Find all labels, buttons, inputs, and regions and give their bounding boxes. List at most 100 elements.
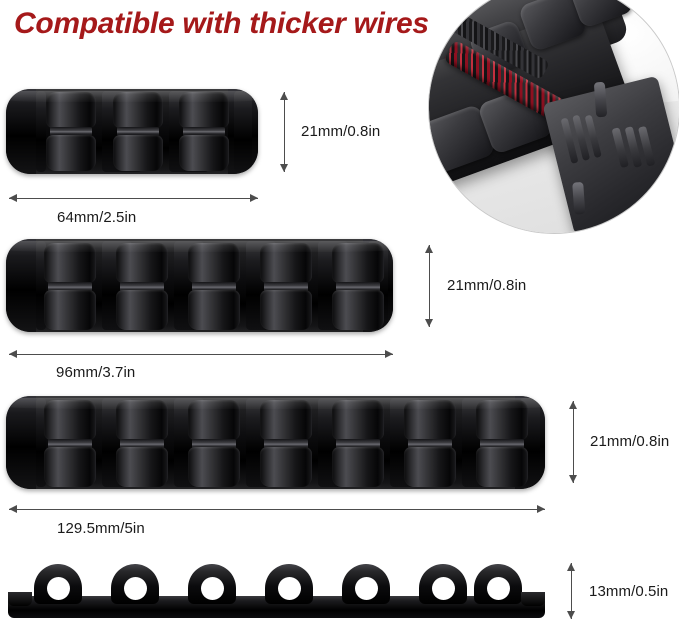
profile-arch	[342, 564, 390, 604]
profile-arch	[265, 564, 313, 604]
dimension-label-height-row2: 21mm/0.8in	[447, 277, 527, 294]
clip-post-top	[44, 400, 96, 440]
arrow-right-icon	[385, 350, 393, 358]
clip-post-bottom	[476, 447, 528, 487]
clip-end-cap-left	[6, 396, 36, 489]
arrow-up-icon	[425, 245, 433, 253]
dimension-label-height-row3: 21mm/0.8in	[590, 433, 670, 450]
clip-post-top	[116, 400, 168, 440]
profile-arch	[474, 564, 522, 604]
clip-post-bottom	[116, 447, 168, 487]
profile-arch	[34, 564, 82, 604]
wire-channel	[48, 439, 92, 449]
clip-post-top	[260, 400, 312, 440]
clip-end-cap-left	[6, 89, 36, 174]
clip-post-bottom	[113, 135, 163, 171]
arrow-down-icon	[569, 475, 577, 483]
arrow-down-icon	[280, 164, 288, 172]
wire-channel	[192, 282, 236, 292]
wire-channel	[264, 439, 308, 449]
dimension-label-width-row2: 96mm/3.7in	[56, 364, 136, 381]
arrow-right-icon	[537, 505, 545, 513]
clip-post-bottom	[332, 290, 384, 330]
arrow-right-icon	[250, 194, 258, 202]
dimension-line-height-row3	[568, 401, 579, 483]
arrow-down-icon	[567, 611, 575, 619]
dimension-line-width-row2	[9, 349, 393, 360]
closeup-photo-circle	[428, 0, 679, 234]
clip-post-top	[44, 243, 96, 283]
clip-post-top	[188, 243, 240, 283]
dimension-rule	[9, 509, 545, 510]
product-clip-3-slot	[6, 89, 258, 174]
clip-post-bottom	[179, 135, 229, 171]
wire-channel	[48, 282, 92, 292]
dimension-line-height-row2	[424, 245, 435, 327]
wire-channel	[183, 127, 225, 136]
product-clip-7-slot	[6, 396, 545, 489]
clip-post-top	[476, 400, 528, 440]
clip-wall	[36, 398, 46, 487]
clip-post-bottom	[260, 290, 312, 330]
product-clip-5-slot	[6, 239, 393, 332]
clip-post-top	[332, 400, 384, 440]
product-clip-side-profile	[8, 556, 545, 618]
arrow-left-icon	[9, 350, 17, 358]
profile-arch	[419, 564, 467, 604]
dimension-line-height-row1	[279, 92, 290, 172]
dimension-rule	[284, 92, 285, 172]
dimension-rule	[9, 198, 258, 199]
wire-channel	[120, 439, 164, 449]
clip-post-top	[188, 400, 240, 440]
profile-arch	[188, 564, 236, 604]
clip-post-bottom	[44, 447, 96, 487]
wire-channel	[336, 282, 380, 292]
profile-arch	[111, 564, 159, 604]
dimension-label-width-row3: 129.5mm/5in	[57, 520, 145, 537]
dimension-rule	[429, 245, 430, 327]
dimension-line-width-row1	[9, 193, 258, 204]
dimension-rule	[573, 401, 574, 483]
clip-post-bottom	[116, 290, 168, 330]
clip-post-bottom	[404, 447, 456, 487]
dimension-rule	[9, 354, 393, 355]
clip-post-top	[179, 92, 229, 128]
wire-channel	[192, 439, 236, 449]
wire-channel	[120, 282, 164, 292]
wire-channel	[50, 127, 92, 136]
clip-wall	[234, 91, 252, 172]
clip-wall	[36, 241, 46, 330]
dimension-line-height-row4	[566, 563, 577, 619]
connector-pin	[571, 181, 585, 215]
wire-channel	[264, 282, 308, 292]
wire-channel	[480, 439, 524, 449]
arrow-left-icon	[9, 505, 17, 513]
clip-wall	[36, 91, 46, 172]
arrow-up-icon	[567, 563, 575, 571]
clip-post-bottom	[46, 135, 96, 171]
clip-end-cap-left	[6, 239, 36, 332]
clip-post-top	[113, 92, 163, 128]
clip-post-bottom	[44, 290, 96, 330]
dimension-label-height-row4: 13mm/0.5in	[589, 583, 669, 600]
clip-post-top	[116, 243, 168, 283]
arrow-up-icon	[569, 401, 577, 409]
connector-pin	[592, 81, 606, 118]
arrow-up-icon	[280, 92, 288, 100]
arrow-left-icon	[9, 194, 17, 202]
dimension-label-height-row1: 21mm/0.8in	[301, 123, 381, 140]
dimension-rule	[571, 563, 572, 619]
wire-channel	[336, 439, 380, 449]
arrow-down-icon	[425, 319, 433, 327]
clip-post-bottom	[260, 447, 312, 487]
clip-post-top	[260, 243, 312, 283]
wire-channel	[117, 127, 159, 136]
clip-post-top	[332, 243, 384, 283]
dimension-line-width-row3	[9, 504, 545, 515]
clip-post-bottom	[188, 447, 240, 487]
wire-channel	[408, 439, 452, 449]
clip-post-top	[404, 400, 456, 440]
clip-post-top	[46, 92, 96, 128]
page-title: Compatible with thicker wires	[14, 7, 429, 40]
